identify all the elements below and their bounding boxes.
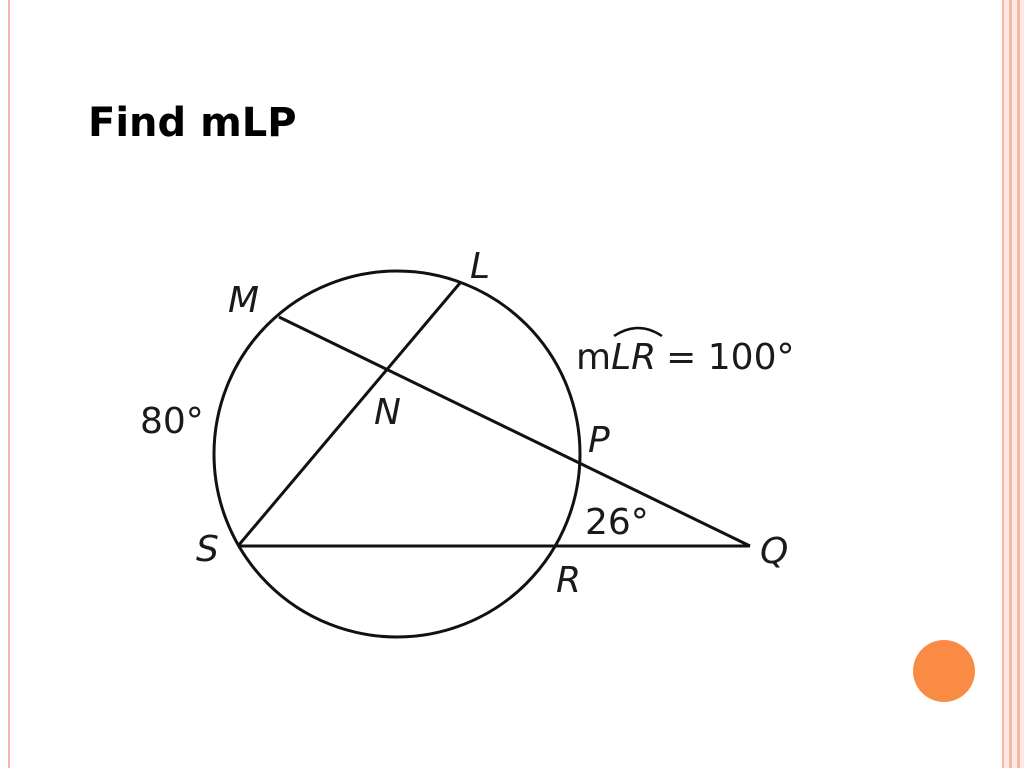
chord-sl xyxy=(236,282,462,547)
page-title: Find mLP xyxy=(88,100,297,146)
point-label-p: P xyxy=(588,420,610,461)
point-label-m: M xyxy=(228,280,259,321)
point-label-l: L xyxy=(470,246,490,287)
point-label-r: R xyxy=(556,560,581,601)
arc-name: LR xyxy=(611,337,656,378)
point-label-q: Q xyxy=(760,531,788,572)
arc-ms-measure: 80° xyxy=(140,401,204,442)
angle-q-measure: 26° xyxy=(585,502,649,543)
arc-lr-measure: mLR= 100° xyxy=(576,337,794,378)
circle xyxy=(212,269,582,639)
right-decorative-stripes xyxy=(976,0,1024,768)
secant-mq xyxy=(278,315,751,548)
arc-symbol xyxy=(613,326,663,338)
point-label-n: N xyxy=(374,392,401,433)
arc-equals: = 100° xyxy=(666,337,794,378)
arc-prefix: m xyxy=(576,337,611,378)
left-border-line xyxy=(8,0,10,768)
orange-circle-icon xyxy=(913,640,975,702)
point-label-s: S xyxy=(196,529,219,570)
